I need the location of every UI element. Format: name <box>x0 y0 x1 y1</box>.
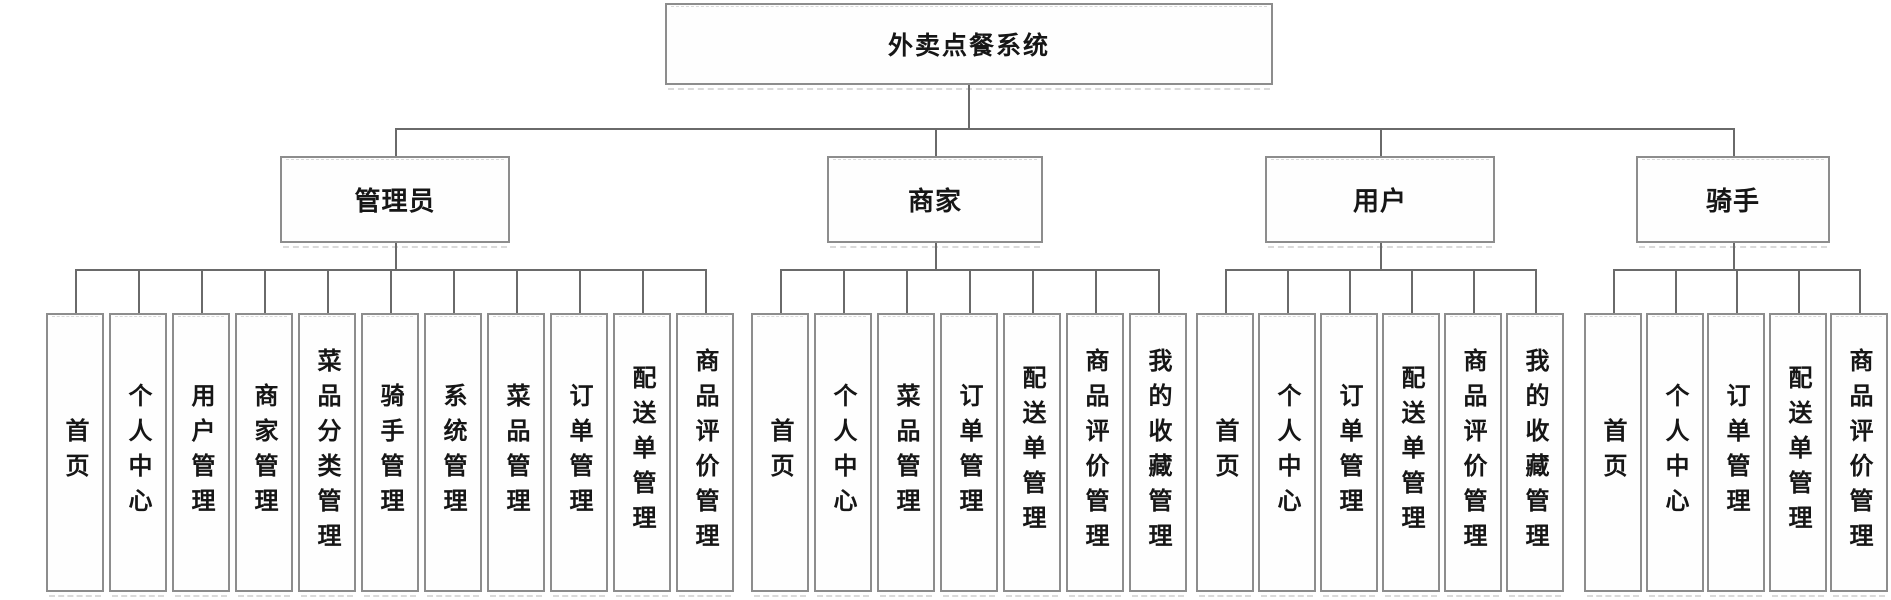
connector-line <box>395 128 397 158</box>
connector-line <box>780 269 782 315</box>
connector-line <box>1380 128 1382 158</box>
connector-line <box>201 269 203 315</box>
connector-line <box>1736 269 1738 315</box>
leaf-node: 首页 <box>1584 313 1642 597</box>
connector-line <box>1225 269 1537 271</box>
branch-node-rider: 骑手 <box>1636 156 1830 248</box>
connector-line <box>1411 269 1413 315</box>
leaf-node: 订单管理 <box>940 313 998 597</box>
connector-line <box>327 269 329 315</box>
leaf-node: 配送单管理 <box>613 313 671 597</box>
leaf-node: 菜品管理 <box>877 313 935 597</box>
connector-line <box>453 269 455 315</box>
leaf-node: 商品评价管理 <box>1830 313 1888 597</box>
leaf-node: 配送单管理 <box>1003 313 1061 597</box>
connector-line <box>935 128 937 158</box>
connector-line <box>1675 269 1677 315</box>
connector-line <box>1733 243 1735 271</box>
branch-node-admin: 管理员 <box>280 156 510 248</box>
leaf-node: 配送单管理 <box>1769 313 1827 597</box>
leaf-node: 个人中心 <box>1258 313 1316 597</box>
connector-line <box>1095 269 1097 315</box>
connector-line <box>1613 269 1615 315</box>
connector-line <box>906 269 908 315</box>
connector-line <box>390 269 392 315</box>
connector-line <box>935 243 937 271</box>
leaf-node: 菜品分类管理 <box>298 313 356 597</box>
leaf-node: 订单管理 <box>550 313 608 597</box>
leaf-node: 我的收藏管理 <box>1506 313 1564 597</box>
connector-line <box>642 269 644 315</box>
leaf-node: 商品评价管理 <box>676 313 734 597</box>
connector-line <box>395 128 1735 130</box>
branch-node-merchant: 商家 <box>827 156 1043 248</box>
leaf-node: 骑手管理 <box>361 313 419 597</box>
leaf-node: 商家管理 <box>235 313 293 597</box>
leaf-node: 商品评价管理 <box>1444 313 1502 597</box>
connector-line <box>75 269 77 315</box>
connector-line <box>1535 269 1537 315</box>
connector-line <box>1733 128 1735 158</box>
leaf-node: 首页 <box>1196 313 1254 597</box>
root-node: 外卖点餐系统 <box>665 3 1273 90</box>
connector-line <box>1158 269 1160 315</box>
connector-line <box>264 269 266 315</box>
connector-line <box>1380 243 1382 271</box>
connector-line <box>969 269 971 315</box>
connector-line <box>968 85 970 130</box>
connector-line <box>395 243 397 271</box>
leaf-node: 我的收藏管理 <box>1129 313 1187 597</box>
connector-line <box>138 269 140 315</box>
connector-line <box>1225 269 1227 315</box>
connector-line <box>516 269 518 315</box>
leaf-node: 个人中心 <box>814 313 872 597</box>
leaf-node: 个人中心 <box>1646 313 1704 597</box>
leaf-node: 个人中心 <box>109 313 167 597</box>
leaf-node: 菜品管理 <box>487 313 545 597</box>
leaf-node: 订单管理 <box>1707 313 1765 597</box>
connector-line <box>843 269 845 315</box>
leaf-node: 首页 <box>751 313 809 597</box>
leaf-node: 首页 <box>46 313 104 597</box>
connector-line <box>579 269 581 315</box>
leaf-node: 订单管理 <box>1320 313 1378 597</box>
connector-line <box>1349 269 1351 315</box>
leaf-node: 商品评价管理 <box>1066 313 1124 597</box>
leaf-node: 系统管理 <box>424 313 482 597</box>
connector-line <box>1473 269 1475 315</box>
leaf-node: 配送单管理 <box>1382 313 1440 597</box>
connector-line <box>1798 269 1800 315</box>
branch-node-user: 用户 <box>1265 156 1495 248</box>
connector-line <box>1287 269 1289 315</box>
connector-line <box>1032 269 1034 315</box>
connector-line <box>1859 269 1861 315</box>
leaf-node: 用户管理 <box>172 313 230 597</box>
connector-line <box>705 269 707 315</box>
